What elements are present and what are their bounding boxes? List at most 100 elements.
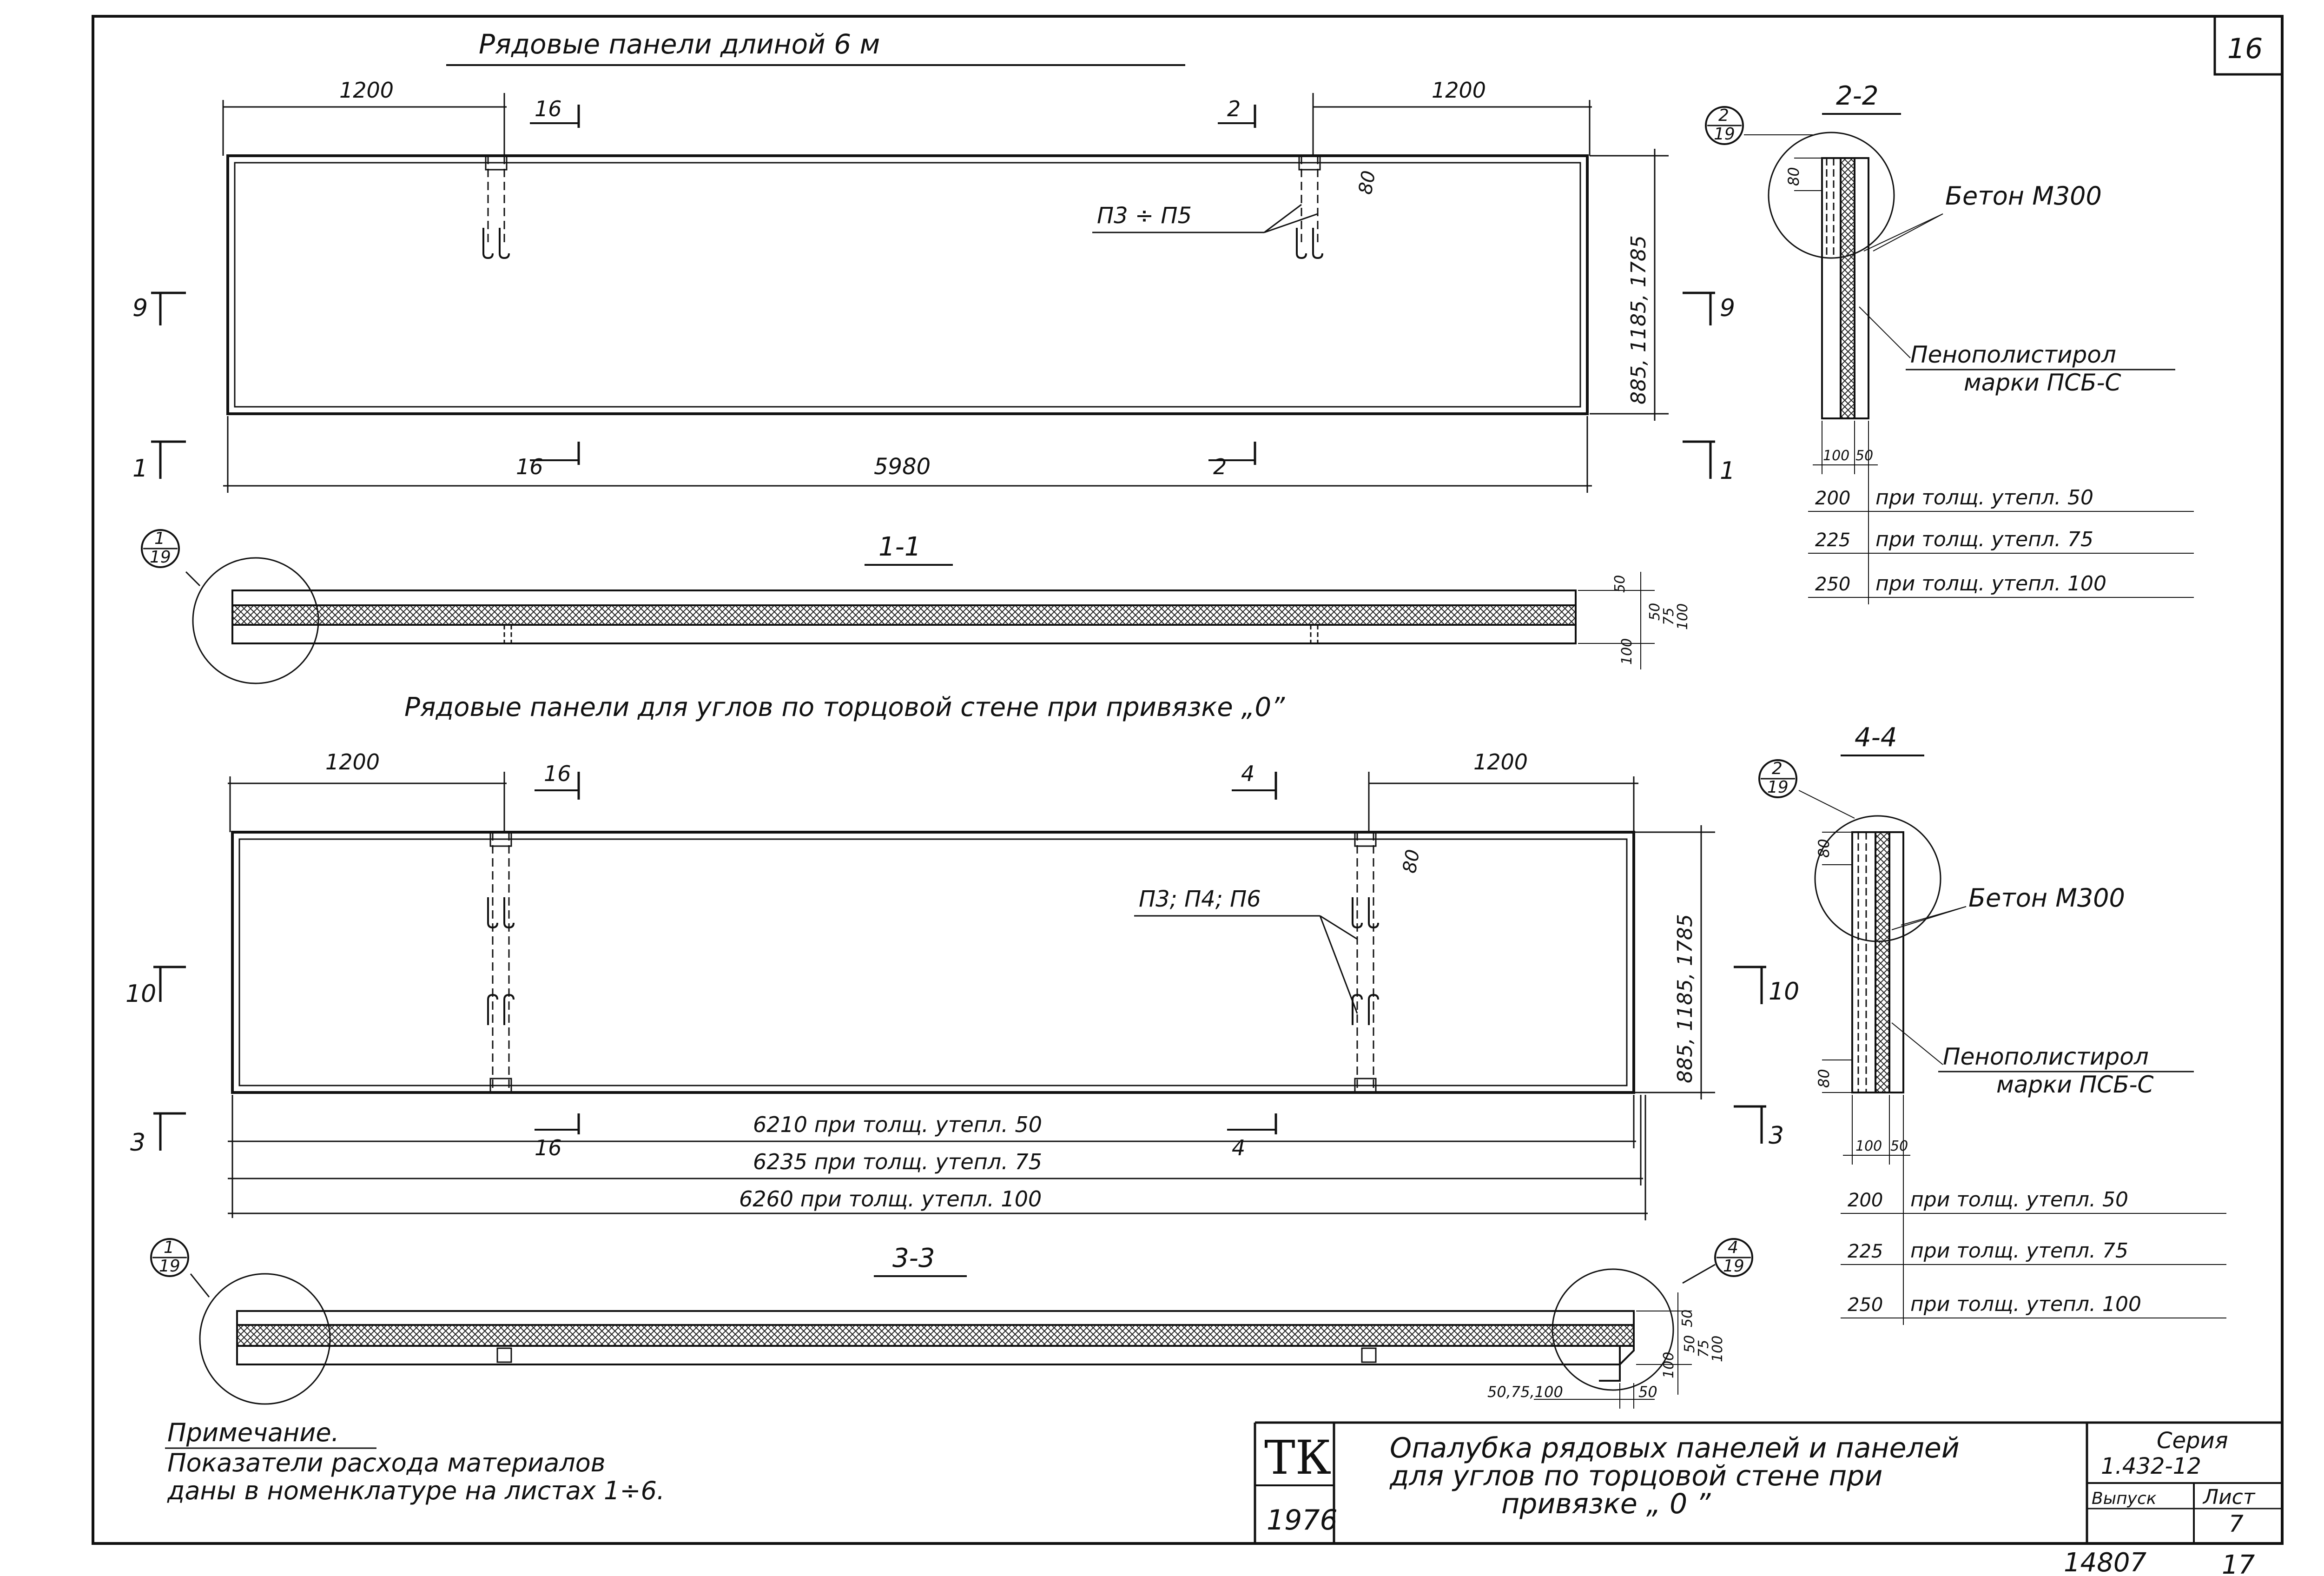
section-4-4-dim-80-top: 80 xyxy=(1815,839,1833,858)
panel-b-sec-right-bottom: 3 xyxy=(1769,1122,1784,1150)
section-3-3-callout-right-top: 4 xyxy=(1728,1238,1738,1257)
title-block-org: ТК xyxy=(1264,1430,1331,1485)
section-2-2-concrete: Бетон М300 xyxy=(1945,181,2102,211)
section-3-3-dim-1: 50 xyxy=(1679,1310,1696,1327)
section-4-4-callout-bottom: 19 xyxy=(1767,778,1789,797)
section-2-2-callout-bottom: 19 xyxy=(1714,125,1735,144)
section-1-1-dim-4: 100 xyxy=(1675,603,1691,630)
section-3-3-callout-right-bottom: 19 xyxy=(1723,1257,1744,1276)
sheet-number: 16 xyxy=(2227,33,2263,65)
title-block-title-2: для углов по торцовой стене при xyxy=(1389,1460,1882,1492)
section-4-4-insulation-2: марки ПСБ-С xyxy=(1996,1071,2154,1098)
section-2-2-row-3-text: при толщ. утепл. 100 xyxy=(1875,572,2106,596)
sheet-number-box xyxy=(2213,15,2284,76)
section-1-1-dim-3: 75 xyxy=(1661,608,1677,625)
panel-b-loop-label: П3; П4; П6 xyxy=(1139,886,1261,912)
panel-b-sec-left-top: 10 xyxy=(125,980,156,1008)
panel-a-dim-right: 1200 xyxy=(1432,78,1486,103)
title-block-title-1: Опалубка рядовых панелей и панелей xyxy=(1390,1432,1960,1464)
panel-a-mark-top-left: 16 xyxy=(535,96,562,121)
sheet-frame xyxy=(92,15,2284,1545)
panel-a-mark-bottom-left: 16 xyxy=(516,454,543,479)
section-2-2-title: 2-2 xyxy=(1836,81,1878,111)
title-block-series-label: Серия xyxy=(2157,1428,2228,1454)
title-block-sheet-value: 7 xyxy=(2229,1510,2244,1537)
title-block-title-3: привязке „ 0 ” xyxy=(1501,1488,1711,1520)
panel-b-title: Рядовые панели для углов по торцовой сте… xyxy=(404,692,1285,722)
section-4-4-concrete: Бетон М300 xyxy=(1968,883,2125,913)
section-3-3-bottom-dim-a: 50,75,100 xyxy=(1487,1383,1563,1401)
section-3-3-dim-4: 100 xyxy=(1710,1336,1726,1362)
panel-b-loops-left xyxy=(487,831,515,1093)
panel-b-loop-offset: 80 xyxy=(1399,848,1424,875)
section-3-3-title: 3-3 xyxy=(892,1243,935,1273)
panel-a-sec-left-top: 9 xyxy=(132,294,148,322)
panel-a-mark-bottom-right: 2 xyxy=(1213,454,1227,479)
panel-b-mark-bottom-right: 4 xyxy=(1232,1135,1245,1160)
panel-a-loop-label: П3 ÷ П5 xyxy=(1097,203,1192,229)
panel-a-sec-left-bottom: 1 xyxy=(132,455,148,483)
panel-b: Рядовые панели для углов по торцовой сте… xyxy=(125,692,1799,1220)
section-1-1-callout-top: 1 xyxy=(154,529,165,548)
panel-b-length-1: 6210 при толщ. утепл. 50 xyxy=(753,1112,1042,1137)
section-2-2-row-1-size: 200 xyxy=(1815,488,1850,509)
section-3-3-insulation xyxy=(236,1324,1635,1347)
panel-b-height-dims: 885, 1185, 1785 xyxy=(1673,914,1697,1083)
section-1-1-dim-5: 100 xyxy=(1619,638,1635,665)
note-line-1: Показатели расхода материалов xyxy=(167,1448,606,1477)
panel-a-sec-right-top: 9 xyxy=(1720,294,1735,322)
section-2-2: 2-2 2 19 80 Бетон М300 Пенополистирол ма… xyxy=(1705,81,2194,604)
section-4-4-row-2-text: при толщ. утепл. 75 xyxy=(1910,1239,2128,1263)
section-1-1-insulation xyxy=(231,604,1577,626)
panel-b-dim-left: 1200 xyxy=(325,749,380,775)
panel-b-outline xyxy=(231,831,1635,1094)
section-4-4-insulation-1: Пенополистирол xyxy=(1943,1043,2149,1070)
section-1-1-concrete-top xyxy=(231,589,1577,606)
section-4-4-dim-100: 100 xyxy=(1855,1138,1882,1154)
section-4-4-dim-80-bottom: 80 xyxy=(1815,1069,1833,1088)
panel-b-length-3: 6260 при толщ. утепл. 100 xyxy=(739,1186,1042,1212)
note-heading: Примечание. xyxy=(167,1418,339,1447)
title-block-year: 1976 xyxy=(1267,1504,1338,1536)
panel-b-loops-right xyxy=(1352,831,1379,1093)
section-1-1-callout-bottom: 19 xyxy=(150,548,171,567)
section-1-1-concrete-bottom xyxy=(231,624,1577,644)
section-4-4-row-1-text: при толщ. утепл. 50 xyxy=(1910,1188,2128,1212)
note-line-2: даны в номенклатуре на листах 1÷6. xyxy=(167,1476,665,1505)
panel-b-mark-top-right: 4 xyxy=(1241,761,1254,786)
note: Примечание. Показатели расхода материало… xyxy=(165,1418,665,1505)
section-3-3-dim-5: 100 xyxy=(1661,1352,1677,1378)
panel-a-total-length: 5980 xyxy=(874,454,931,480)
section-4-4-title: 4-4 xyxy=(1855,722,1897,753)
panel-a-dim-left: 1200 xyxy=(339,78,394,103)
panel-b-dim-right: 1200 xyxy=(1473,749,1528,775)
section-4-4-row-3-size: 250 xyxy=(1848,1294,1883,1316)
section-3-3-dim-3: 75 xyxy=(1696,1340,1712,1357)
section-2-2-row-1-text: при толщ. утепл. 50 xyxy=(1875,486,2093,510)
panel-a-loop-left xyxy=(482,155,510,259)
panel-b-mark-bottom-left: 16 xyxy=(535,1135,562,1160)
section-1-1-dim-1: 50 xyxy=(1612,575,1628,593)
section-2-2-dim-80: 80 xyxy=(1785,167,1802,186)
section-2-2-dim-50: 50 xyxy=(1855,448,1873,464)
section-2-2-row-3-size: 250 xyxy=(1815,574,1850,595)
section-3-3-callout-left-top: 1 xyxy=(164,1238,174,1257)
title-block-sheet-label: Лист xyxy=(2202,1485,2256,1509)
panel-a-loop-right xyxy=(1296,155,1323,259)
title-block-issue-label: Выпуск xyxy=(2092,1489,2157,1508)
section-4-4-row-1-size: 200 xyxy=(1848,1190,1883,1211)
panel-b-sec-right-top: 10 xyxy=(1769,978,1799,1006)
panel-b-mark-top-left: 16 xyxy=(544,761,571,786)
section-2-2-callout-top: 2 xyxy=(1718,106,1729,125)
bottom-left-number: 14807 xyxy=(2064,1548,2147,1576)
section-4-4-row-2-size: 225 xyxy=(1848,1241,1883,1262)
section-4-4-row-3-text: при толщ. утепл. 100 xyxy=(1910,1292,2141,1316)
panel-a-sec-right-bottom: 1 xyxy=(1720,457,1735,485)
section-4-4-callout-top: 2 xyxy=(1772,759,1783,778)
section-2-2-row-2-size: 225 xyxy=(1815,530,1850,551)
panel-a-outline xyxy=(226,154,1589,415)
section-3-3-callout-left-bottom: 19 xyxy=(159,1257,180,1276)
panel-b-sec-left-bottom: 3 xyxy=(130,1129,145,1157)
section-3-3: 3-3 1 19 4 19 50 50 75 100 100 50,75,100… xyxy=(150,1238,1753,1409)
